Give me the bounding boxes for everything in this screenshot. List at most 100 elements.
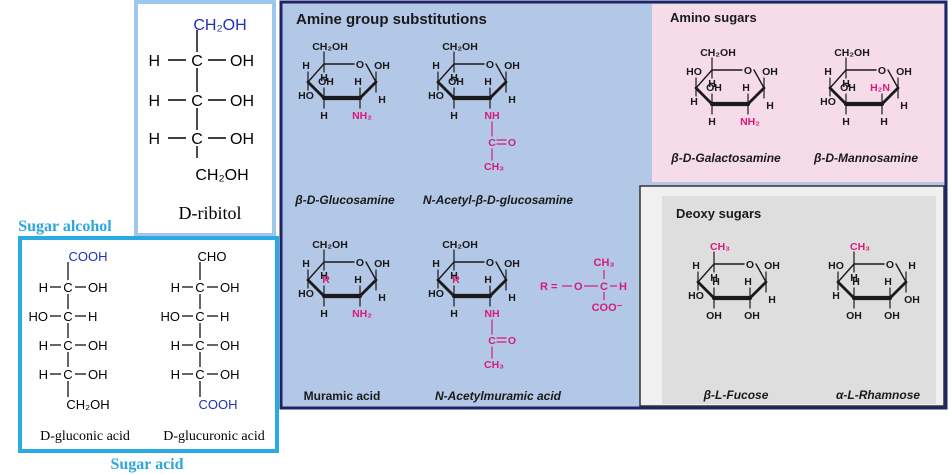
- glucuronic-bottom-group: COOH: [199, 397, 238, 412]
- ribitol-panel: CH₂OH H C OH H C OH H C OH CH₂OH D-ribit…: [134, 0, 276, 237]
- gluconic-row2-center: C: [63, 309, 72, 324]
- glucosamine-ring-icon-c2-up-group: H: [354, 76, 362, 88]
- fucose-ring-icon-bond-o-c1: [755, 263, 767, 283]
- mannosamine-ring-icon-c2-up-group: H₂N: [870, 82, 890, 94]
- fucose-ring-icon-bond-c4-c5: [697, 263, 715, 283]
- mannosamine-ring-icon-c5-h: H: [842, 78, 850, 90]
- gluconic-name: D-gluconic acid: [40, 429, 130, 444]
- mannosamine-ring-icon-c1-down-group: H: [900, 100, 908, 112]
- rhamnose-ring-icon-c1-up-group: H: [908, 260, 916, 272]
- fucose-ring-icon-c1-up-group: OH: [764, 260, 780, 272]
- sugar-alcohol-label: Sugar alcohol: [18, 218, 112, 235]
- glucuronic-c-mask-1: [193, 280, 207, 294]
- glucuronic-row3-right: OH: [220, 338, 240, 353]
- gluconic-row4-left: H: [39, 367, 48, 382]
- glucosamine-ring-icon-bond-c3-c4: [306, 80, 326, 100]
- n-acetylmuramic-acid-ring-icon-c3-up-group: R: [452, 274, 460, 286]
- mannosamine-name: β-D-Mannosamine: [813, 151, 918, 165]
- gluconic-c-mask-2: [61, 309, 75, 323]
- rhamnose-ring-icon-ring-oxygen: O: [886, 259, 894, 271]
- galactosamine-ring-icon-c1-down-group: H: [766, 100, 774, 112]
- muramic-acid-ring-icon-c2-down-group: NH₂: [352, 308, 372, 320]
- glucuronic-row4-left: H: [171, 367, 180, 382]
- n-acetylglucosamine-ring-icon-bond-o-c1: [495, 63, 507, 83]
- mannosamine-ring-icon-c1-up-group: OH: [896, 66, 912, 78]
- fucose-ring-icon-c2-down-group: OH: [744, 310, 760, 322]
- fucose-ring-icon-c2-up-group: H: [744, 276, 752, 288]
- gluconic-c-mask-3: [61, 338, 75, 352]
- glucuronic-c-mask-4: [193, 367, 207, 381]
- fucose-ring-icon-c6-group: CH₃: [710, 241, 730, 253]
- n-acetylmuramic-acid-ring-icon-c1-down-group: H: [508, 292, 516, 304]
- gluconic-row1-right: OH: [88, 280, 108, 295]
- ribitol-name: D-ribitol: [179, 203, 242, 223]
- fucose-ring-icon-c1-down-group: H: [768, 294, 776, 306]
- sugar-acid-panel: COOH H C OH HO C H H C OH H C OH CH₂OH C…: [18, 236, 279, 453]
- n-acetylglucosamine-ring-icon-c1-down-group: H: [508, 94, 516, 106]
- ribitol-row1-center: C: [191, 53, 203, 70]
- n-acetylglucosamine-ring-icon-c2-down-group: NH: [484, 110, 499, 122]
- glucuronic-c-mask-2: [193, 309, 207, 323]
- glucosamine-ring-icon-c1-up-group: OH: [374, 60, 390, 72]
- gluconic-c-mask-1: [61, 280, 75, 294]
- r-group-prefix: R =: [540, 281, 557, 293]
- gluconic-row3-left: H: [39, 338, 48, 353]
- galactosamine-ring-icon-c2-up-group: H: [742, 82, 750, 94]
- gluconic-row1-left: H: [39, 280, 48, 295]
- ribitol-frame: [134, 0, 276, 237]
- galactosamine-ring-icon-c6-group: CH₂OH: [700, 47, 736, 59]
- glucuronic-row3-left: H: [171, 338, 180, 353]
- rhamnose-ring-icon-c1-down-group: OH: [904, 294, 920, 306]
- glucuronic-row2-right: H: [220, 309, 229, 324]
- gluconic-top-group: COOH: [69, 249, 108, 264]
- n-acetylglucosamine-ring-icon-c4-down-group: HO: [428, 90, 444, 102]
- gluconic-c-mask-4: [61, 367, 75, 381]
- rhamnose-ring-icon-c2-down-group: OH: [884, 310, 900, 322]
- n-acetylmuramic-acid-ring-icon-c4-down-group: HO: [428, 288, 444, 300]
- galactosamine-ring-icon-c1-up-group: OH: [762, 66, 778, 78]
- ribitol-row2-left: H: [148, 93, 160, 110]
- r-group-right: H: [619, 281, 627, 293]
- muramic-acid-ring-icon-c3-up-group: R: [322, 274, 330, 286]
- fucose-ring-icon-bond-c1-c2: [748, 280, 768, 300]
- n-acetylglucosamine-ring-icon-c2-up-group: H: [484, 76, 492, 88]
- glucosamine-ring-icon-bond-c1-c2: [358, 80, 378, 100]
- fucose-ring-icon-c3-up-group: H: [712, 276, 720, 288]
- mannosamine-ring-icon-bond-c3-c4: [828, 86, 848, 106]
- mannosamine-ring-icon-bond-o-c1: [887, 69, 899, 89]
- ribitol-row1-left: H: [148, 53, 160, 70]
- n-acetylmuramic-acid-ring-icon-c5-h: H: [450, 270, 458, 282]
- mannosamine-ring-icon-c3-up-group: OH: [840, 82, 856, 94]
- n-acetylglucosamine-ring-icon-acetyl-carbon: C: [488, 137, 496, 149]
- n-acetylglucosamine-ring-icon-c3-down-group: H: [450, 110, 458, 122]
- rhamnose-name: α-L-Rhamnose: [836, 388, 920, 402]
- rhamnose-ring-icon-c2-up-group: H: [884, 276, 892, 288]
- glucosamine-ring-icon-c3-down-group: H: [320, 110, 328, 122]
- glucuronic-row2-left: HO: [161, 309, 181, 324]
- glucuronic-row1-center: C: [195, 280, 204, 295]
- mannosamine-ring-icon-bond-c1-c2: [880, 86, 900, 106]
- r-group-carbon: C: [600, 281, 608, 293]
- n-acetylmuramic-acid-ring-icon-acetyl-methyl: CH₃: [484, 359, 504, 371]
- mannosamine-ring-icon-c4-up-group: H: [824, 66, 832, 78]
- galactosamine-ring-icon-bond-c4-c5: [695, 69, 713, 89]
- n-acetylmuramic-acid-ring-icon-c1-up-group: OH: [504, 258, 520, 270]
- fucose-ring-icon-c5-h: H: [710, 272, 718, 284]
- gluconic-row1-center: C: [63, 280, 72, 295]
- rhamnose-ring-icon-bond-o-c1: [895, 263, 907, 283]
- r-group-definition: R = O C CH₃ H COO⁻: [540, 257, 627, 314]
- mannosamine-ring-icon-c6-group: CH₂OH: [834, 47, 870, 59]
- gluconic-row2-left: HO: [29, 309, 49, 324]
- muramic-acid-ring-icon-bond-c3-c4: [306, 278, 326, 298]
- ribitol-top-group: CH₂OH: [193, 17, 246, 34]
- n-acetylmuramic-acid-ring-icon-c2-down-group: NH: [484, 308, 499, 320]
- glucuronic-top-group: CHO: [198, 249, 227, 264]
- glucosamine-ring-icon-c4-up-group: H: [302, 60, 310, 72]
- r-group-bottom: COO⁻: [592, 302, 623, 314]
- glucuronic-row3-center: C: [195, 338, 204, 353]
- n-acetylglucosamine-ring-icon-c4-up-group: H: [432, 60, 440, 72]
- muramic-acid-ring-icon-ring-oxygen: O: [356, 257, 364, 269]
